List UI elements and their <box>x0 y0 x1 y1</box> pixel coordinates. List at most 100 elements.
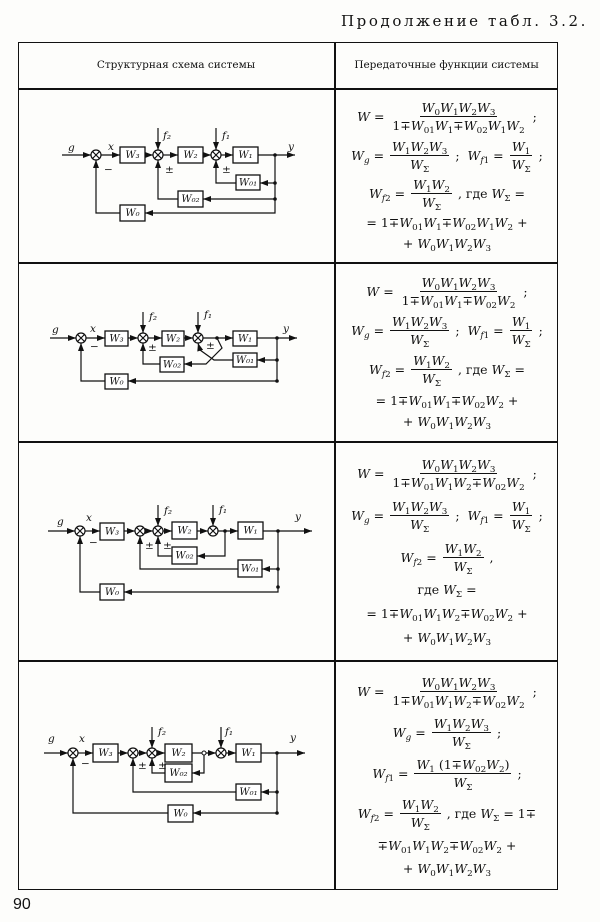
formula-text: = 1∓W01W1W2∓W02W2 + <box>362 606 532 625</box>
fraction-denominator: 1∓W01W1W2∓W02W2 <box>392 474 525 493</box>
formula-line: = 1∓W01W1∓W02W1W2 + <box>362 215 532 234</box>
formula-text: Wg = <box>392 724 430 743</box>
column-divider <box>334 42 336 890</box>
fraction-numerator: W1 <box>509 314 533 333</box>
formula-line: = 1∓W01W1W2∓W02W2 + <box>362 606 532 625</box>
formula-line: Wf1 = W1 (1∓W02W2)WΣ ; <box>368 756 526 793</box>
formula-line: где WΣ = <box>413 582 481 601</box>
formula-text: , где WΣ = <box>453 185 529 204</box>
fraction-denominator: WΣ <box>410 332 430 351</box>
table-frame <box>18 42 558 890</box>
formula-text: Wg = <box>351 147 389 166</box>
fraction-denominator: 1∓W01W1∓W02W2 <box>401 293 516 312</box>
formula-text: = 1∓W01W1∓W02W1W2 + <box>362 215 532 234</box>
fraction-denominator: WΣ <box>410 516 430 535</box>
column-header-transfer-functions: Передаточные функции системы <box>354 59 539 71</box>
formula-text: + W0W1W2W3 <box>398 413 492 432</box>
fraction-numerator: W1 (1∓W02W2) <box>414 756 512 775</box>
formula-text: ; <box>534 147 547 163</box>
formula-text: + W0W1W2W3 <box>398 235 492 254</box>
fraction-numerator: W1 <box>509 138 533 157</box>
fraction: W1 (1∓W02W2)WΣ <box>414 756 512 793</box>
fraction-denominator: 1∓W01W1∓W02W1W2 <box>392 118 525 137</box>
formula-text: Wf2 = <box>368 362 410 381</box>
row-divider <box>18 660 558 662</box>
formula-text: W = <box>366 284 398 300</box>
formula-text: = 1∓W01W1∓W02W2 + <box>371 392 523 411</box>
formula-text: Wg = <box>351 323 389 342</box>
fraction-numerator: W1W2 <box>411 176 452 195</box>
formula-text: ; <box>513 765 526 781</box>
formula-text: ; <box>534 507 547 523</box>
fraction-numerator: W1W2W3 <box>390 498 450 517</box>
fraction-numerator: W1W2W3 <box>390 314 450 333</box>
formula-line: = 1∓W01W1∓W02W2 + <box>371 392 523 411</box>
formula-line: + W0W1W2W3 <box>398 861 495 880</box>
row-divider <box>18 88 558 90</box>
fraction-numerator: W0W1W2W3 <box>419 674 498 693</box>
formula-text: Wf2 = <box>400 549 441 568</box>
formula-text: Wf2 = <box>357 806 398 825</box>
row-divider <box>18 262 558 264</box>
fraction-numerator: W1W2 <box>399 797 441 816</box>
fraction-numerator: W1W2 <box>442 540 484 559</box>
formula-line: ∓W01W1W2∓W02W2 + <box>374 838 521 855</box>
page-number: 90 <box>13 896 31 913</box>
fraction-denominator: WΣ <box>422 194 442 213</box>
fraction-denominator: WΣ <box>511 516 531 535</box>
fraction-denominator: WΣ <box>453 774 473 793</box>
formula-text: Wf1 = <box>372 765 413 784</box>
fraction-numerator: W1W2 <box>411 353 452 372</box>
formula-text: W = <box>357 465 389 481</box>
formula-text: + W0W1W2W3 <box>398 861 492 880</box>
formula-text: ; <box>534 323 547 339</box>
fraction-denominator: WΣ <box>410 815 430 834</box>
fraction-denominator: WΣ <box>453 558 473 577</box>
formula-text: ; Wf1 = <box>451 323 508 342</box>
formula-text: Wf2 = <box>368 185 410 204</box>
formula-text: ; Wf1 = <box>451 147 508 166</box>
fraction-denominator: WΣ <box>511 156 531 175</box>
fraction-denominator: WΣ <box>410 156 430 175</box>
fraction-denominator: WΣ <box>451 733 471 752</box>
fraction-numerator: W0W1W2W3 <box>419 100 498 119</box>
fraction-denominator: WΣ <box>511 332 531 351</box>
formula-text: где WΣ = <box>413 582 481 601</box>
formula-text: W = <box>357 683 389 699</box>
formula-text: , где WΣ = 1∓ <box>442 806 541 825</box>
formula-text: ; <box>519 284 532 300</box>
fraction-denominator: 1∓W01W1W2∓W02W2 <box>392 692 525 711</box>
fraction-numerator: W0W1W2W3 <box>419 275 498 294</box>
formula-text: W = <box>357 109 389 125</box>
formula-text: Wg = <box>351 507 389 526</box>
